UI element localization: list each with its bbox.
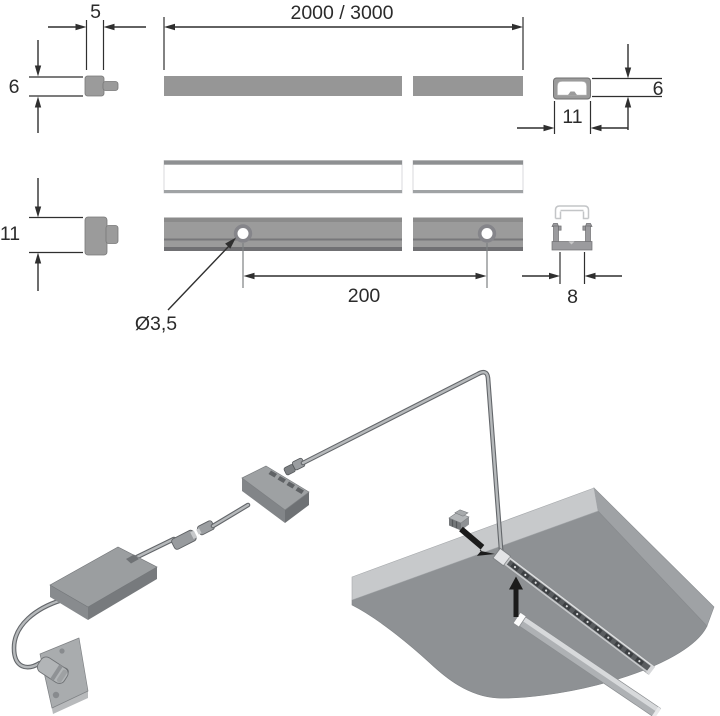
channel-cross-section bbox=[551, 223, 593, 251]
end-cap-large-side-view bbox=[84, 216, 119, 256]
dim-cap-width: 5 bbox=[48, 1, 146, 70]
dim-label-cap-height: 6 bbox=[9, 76, 20, 98]
dim-label-hole-diameter: Ø3,5 bbox=[135, 313, 177, 335]
dim-hole-spacing: 200 bbox=[242, 243, 488, 307]
driver-box bbox=[49, 536, 177, 620]
shelf-underside bbox=[351, 510, 708, 699]
diffuser-far-end bbox=[651, 706, 662, 716]
shelf-panel bbox=[351, 487, 715, 699]
installation-illustration bbox=[11, 369, 715, 716]
distributor-in-cable bbox=[210, 502, 251, 529]
end-cap-nub bbox=[454, 509, 469, 517]
distributor-box bbox=[241, 457, 310, 523]
install-arrow-endcap bbox=[459, 526, 495, 556]
diffuser-bar-right bbox=[412, 160, 524, 194]
rail-left-piece bbox=[164, 217, 402, 251]
diffuser-side-face bbox=[515, 618, 659, 716]
strip-far-end bbox=[645, 664, 656, 675]
screw-hole-1 bbox=[233, 224, 253, 243]
diffuser-bar-side-view bbox=[163, 160, 524, 194]
screw-hole-2 bbox=[477, 224, 497, 243]
led-modules bbox=[510, 562, 644, 666]
power-plug bbox=[36, 656, 69, 684]
plug-cable bbox=[11, 597, 65, 670]
plate-edge-bottom bbox=[52, 691, 88, 714]
profile-bar-side-view bbox=[164, 76, 523, 96]
dim-label-hole-spacing: 200 bbox=[348, 285, 381, 307]
dim-label-rail-height: 11 bbox=[0, 223, 20, 245]
dim-label-profile-length: 2000 / 3000 bbox=[290, 2, 393, 24]
dim-section-height: 6 bbox=[592, 44, 663, 130]
driver-front-face bbox=[50, 585, 88, 620]
plate-screw-top bbox=[59, 648, 65, 654]
dim-label-section-width: 11 bbox=[562, 106, 582, 128]
diffuser-top-face bbox=[518, 614, 661, 713]
diffuser-bar-left bbox=[163, 160, 403, 194]
dim-rail-height: 11 bbox=[0, 178, 83, 291]
diffuser-cross-section-outline bbox=[554, 205, 590, 220]
end-cap-small-side-view bbox=[84, 75, 119, 97]
dim-label-channel-width: 8 bbox=[567, 286, 578, 308]
connector-pair bbox=[171, 520, 215, 550]
driver-cable-gland bbox=[126, 554, 139, 564]
dim-section-width: 11 bbox=[517, 101, 628, 134]
dim-label-section-height: 6 bbox=[653, 78, 664, 100]
dim-profile-length: 2000 / 3000 bbox=[163, 2, 524, 70]
callout-hole-diameter: Ø3,5 bbox=[135, 237, 236, 335]
distributor-ports bbox=[268, 470, 304, 494]
diffuser-end-section bbox=[512, 611, 527, 628]
distributor-out-connector bbox=[283, 457, 306, 476]
distributor-top-face bbox=[241, 465, 310, 511]
led-profile-strip bbox=[492, 547, 656, 675]
distributor-front-face bbox=[242, 478, 285, 523]
driver-right-face bbox=[88, 567, 157, 620]
end-cap-piece bbox=[448, 509, 470, 531]
install-arrow-diffuser bbox=[509, 576, 523, 617]
dim-cap-height: 6 bbox=[9, 40, 83, 133]
rail-right-piece bbox=[413, 217, 523, 251]
plate-screw-bottom bbox=[52, 691, 60, 699]
dim-label-cap-width: 5 bbox=[90, 1, 101, 23]
mounting-rail-side-view bbox=[164, 217, 523, 251]
profile-cross-section bbox=[553, 77, 591, 100]
connector-male bbox=[171, 529, 198, 550]
diffuser-cover-piece bbox=[512, 611, 662, 716]
dim-channel-width: 8 bbox=[522, 252, 622, 308]
wall-plug bbox=[36, 637, 89, 714]
distributor-right-face bbox=[285, 492, 309, 523]
